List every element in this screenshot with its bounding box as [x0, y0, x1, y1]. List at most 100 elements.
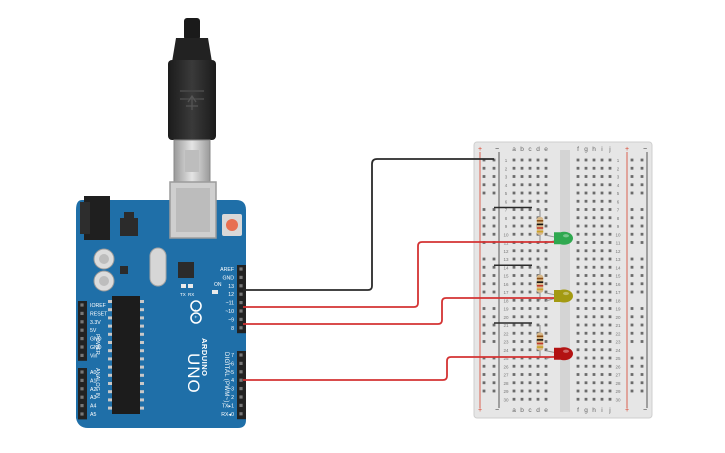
breadboard-hole[interactable]: [584, 265, 588, 269]
breadboard-hole[interactable]: [520, 340, 524, 343]
rail-hole[interactable]: [630, 241, 634, 244]
breadboard-hole[interactable]: [584, 340, 588, 343]
breadboard-hole[interactable]: [576, 257, 580, 261]
breadboard-hole[interactable]: [584, 397, 588, 401]
breadboard-hole[interactable]: [536, 381, 540, 385]
breadboard-hole[interactable]: [592, 265, 596, 269]
breadboard-hole[interactable]: [536, 249, 540, 253]
arduino-uno-board[interactable]: ON TX RX − + ARDUINO UNO DIGITAL (PWM~) …: [76, 181, 246, 428]
breadboard-hole[interactable]: [544, 257, 548, 261]
rail-hole[interactable]: [640, 183, 644, 187]
rail-hole[interactable]: [482, 307, 486, 310]
rail-hole[interactable]: [482, 191, 486, 195]
breadboard-hole[interactable]: [520, 249, 524, 253]
breadboard-hole[interactable]: [600, 331, 604, 335]
breadboard-hole[interactable]: [592, 282, 596, 286]
breadboard-hole[interactable]: [608, 373, 612, 376]
rail-hole[interactable]: [640, 158, 644, 162]
breadboard-hole[interactable]: [584, 183, 588, 187]
breadboard-hole[interactable]: [584, 323, 588, 327]
power-pin[interactable]: [80, 353, 84, 357]
breadboard-hole[interactable]: [584, 373, 588, 376]
breadboard-hole[interactable]: [600, 158, 604, 162]
breadboard-hole[interactable]: [600, 290, 604, 294]
rail-hole[interactable]: [630, 323, 634, 327]
breadboard-hole[interactable]: [600, 373, 604, 376]
breadboard-hole[interactable]: [608, 158, 612, 162]
breadboard-hole[interactable]: [528, 282, 532, 286]
breadboard-hole[interactable]: [544, 208, 548, 211]
breadboard-hole[interactable]: [592, 340, 596, 343]
breadboard-hole[interactable]: [536, 208, 540, 211]
breadboard-hole[interactable]: [520, 397, 524, 401]
breadboard-hole[interactable]: [608, 175, 612, 178]
rail-hole[interactable]: [492, 340, 496, 343]
breadboard-hole[interactable]: [584, 331, 588, 335]
rail-hole[interactable]: [482, 364, 486, 368]
digital-top-pin[interactable]: [239, 267, 243, 271]
breadboard-hole[interactable]: [512, 323, 516, 327]
breadboard-hole[interactable]: [544, 397, 548, 401]
breadboard-hole[interactable]: [576, 364, 580, 368]
breadboard-hole[interactable]: [592, 158, 596, 162]
rail-hole[interactable]: [482, 290, 486, 294]
breadboard-hole[interactable]: [512, 373, 516, 376]
breadboard-hole[interactable]: [544, 274, 548, 277]
rail-hole[interactable]: [492, 265, 496, 269]
breadboard-hole[interactable]: [584, 191, 588, 195]
breadboard-hole[interactable]: [592, 331, 596, 335]
breadboard-hole[interactable]: [544, 307, 548, 310]
digital-top-pin[interactable]: [239, 292, 243, 296]
breadboard-hole[interactable]: [576, 373, 580, 376]
rail-hole[interactable]: [482, 381, 486, 385]
breadboard-hole[interactable]: [576, 216, 580, 220]
breadboard-hole[interactable]: [584, 175, 588, 178]
breadboard-hole[interactable]: [544, 158, 548, 162]
breadboard-hole[interactable]: [520, 348, 524, 352]
rail-hole[interactable]: [492, 191, 496, 195]
breadboard-hole[interactable]: [520, 298, 524, 302]
rail-hole[interactable]: [492, 373, 496, 376]
breadboard-hole[interactable]: [528, 249, 532, 253]
rail-hole[interactable]: [630, 282, 634, 286]
breadboard-hole[interactable]: [584, 282, 588, 286]
usb-cable[interactable]: [168, 18, 216, 183]
breadboard-hole[interactable]: [600, 364, 604, 368]
rail-hole[interactable]: [482, 356, 486, 360]
breadboard-hole[interactable]: [576, 348, 580, 352]
rail-hole[interactable]: [640, 340, 644, 343]
breadboard-hole[interactable]: [536, 199, 540, 203]
breadboard-hole[interactable]: [608, 249, 612, 253]
breadboard-hole[interactable]: [576, 282, 580, 286]
breadboard-hole[interactable]: [536, 356, 540, 360]
breadboard-hole[interactable]: [600, 175, 604, 178]
rail-hole[interactable]: [492, 166, 496, 170]
breadboard-hole[interactable]: [592, 199, 596, 203]
rail-hole[interactable]: [640, 282, 644, 286]
breadboard-hole[interactable]: [528, 216, 532, 220]
power-pin[interactable]: [80, 311, 84, 315]
breadboard-hole[interactable]: [544, 298, 548, 302]
breadboard-hole[interactable]: [592, 191, 596, 195]
rail-hole[interactable]: [630, 315, 634, 319]
digital-top-pin[interactable]: [239, 284, 243, 288]
breadboard-hole[interactable]: [544, 356, 548, 360]
rail-hole[interactable]: [640, 290, 644, 294]
breadboard-hole[interactable]: [584, 241, 588, 244]
breadboard-hole[interactable]: [584, 364, 588, 368]
breadboard-hole[interactable]: [608, 340, 612, 343]
rail-hole[interactable]: [492, 208, 496, 211]
breadboard-hole[interactable]: [576, 199, 580, 203]
rail-hole[interactable]: [492, 389, 496, 393]
breadboard-hole[interactable]: [600, 389, 604, 393]
breadboard-hole[interactable]: [600, 282, 604, 286]
breadboard-hole[interactable]: [536, 158, 540, 162]
breadboard-hole[interactable]: [528, 389, 532, 393]
breadboard-hole[interactable]: [608, 224, 612, 228]
breadboard-hole[interactable]: [536, 315, 540, 319]
rail-hole[interactable]: [482, 183, 486, 187]
breadboard-hole[interactable]: [544, 199, 548, 203]
breadboard-hole[interactable]: [536, 389, 540, 393]
breadboard-hole[interactable]: [528, 340, 532, 343]
digital-top-pin[interactable]: [239, 301, 243, 305]
